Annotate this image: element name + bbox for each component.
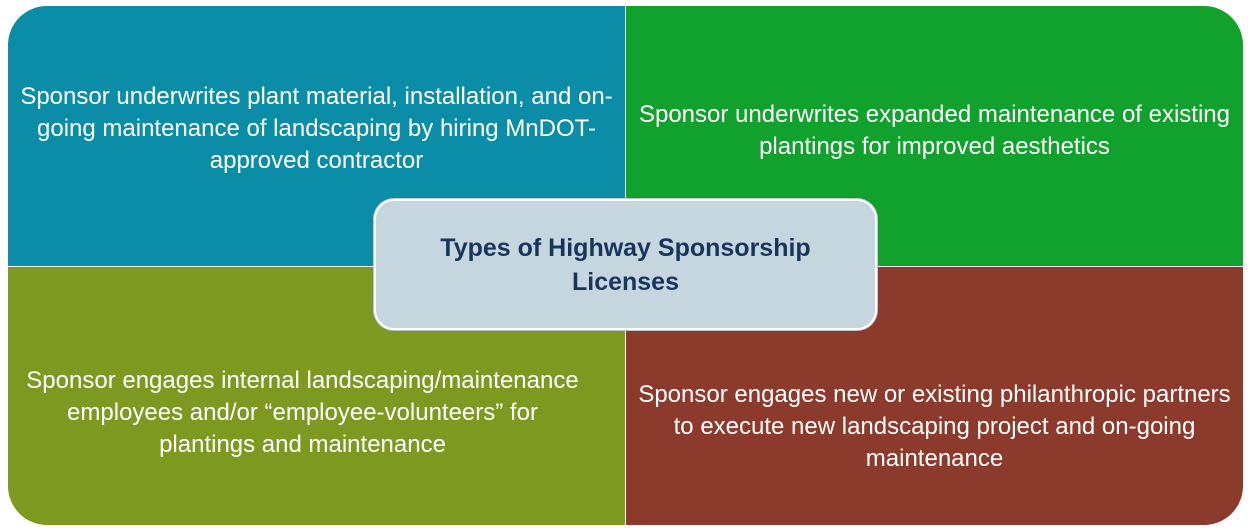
center-title-box: Types of Highway Sponsorship Licenses — [374, 199, 877, 330]
center-title: Types of Highway Sponsorship Licenses — [440, 233, 811, 296]
quadrant-bottom-right-text: Sponsor engages new or existing philanth… — [638, 381, 1231, 472]
quadrant-top-right-text: Sponsor underwrites expanded maintenance… — [638, 101, 1231, 160]
quadrant-bottom-left: Sponsor engages internal landscaping/mai… — [7, 266, 626, 526]
quadrant-bottom-left-text: Sponsor engages internal landscaping/mai… — [26, 367, 579, 458]
quadrant-top-left: Sponsor underwrites plant material, inst… — [7, 5, 626, 267]
quadrant-top-left-text: Sponsor underwrites plant material, inst… — [20, 83, 613, 174]
quadrant-top-right: Sponsor underwrites expanded maintenance… — [625, 5, 1244, 267]
